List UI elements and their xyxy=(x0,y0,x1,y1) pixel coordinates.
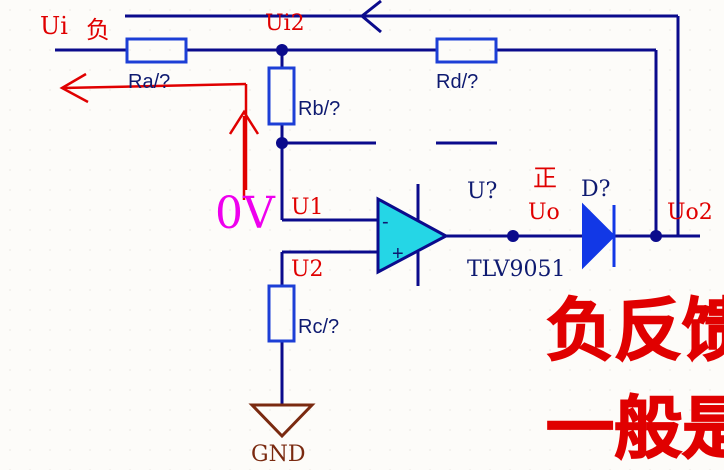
overlay-text-line2: 一般是 xyxy=(546,390,724,469)
label-opamp-part: TLV9051 xyxy=(467,257,566,282)
opamp: - + xyxy=(376,184,450,286)
annotation-up-arrow-icon xyxy=(228,109,260,135)
diode xyxy=(582,202,616,270)
label-ui2: Ui2 xyxy=(265,11,305,36)
junction-uo2 xyxy=(650,230,662,242)
diode-triangle-icon xyxy=(582,202,616,270)
label-u1: U1 xyxy=(291,195,324,220)
wires xyxy=(55,14,700,404)
resistor-rd xyxy=(435,37,498,64)
label-u2: U2 xyxy=(291,257,324,282)
overlay-text-line1: 负反馈 xyxy=(546,292,724,371)
resistor-ra xyxy=(125,37,188,64)
label-ui: Ui xyxy=(40,12,68,40)
label-diode: D? xyxy=(581,177,610,202)
label-gnd: GND xyxy=(251,442,305,467)
red-annotations xyxy=(59,72,260,200)
label-zero-v: 0V xyxy=(215,188,276,239)
label-rb: Rb/? xyxy=(298,98,340,120)
resistors xyxy=(125,37,498,343)
label-uo: Uo xyxy=(528,200,560,225)
opamp-plus-sign: + xyxy=(392,243,404,265)
label-opamp-ref: U? xyxy=(467,179,497,204)
label-ra: Ra/? xyxy=(128,71,170,93)
label-uo-positive: 正 xyxy=(533,164,557,192)
feedback-arrow-icon xyxy=(359,0,382,34)
junction-uo xyxy=(507,230,519,242)
resistor-rb xyxy=(267,66,296,126)
label-rc: Rc/? xyxy=(298,316,339,338)
junctions xyxy=(276,44,662,242)
junction-ui2 xyxy=(276,44,288,56)
ground-symbol-icon xyxy=(248,403,316,439)
junction-rb-node xyxy=(276,137,288,149)
annotation-current-line xyxy=(61,82,247,90)
annotation-left-arrow-icon xyxy=(59,72,89,104)
label-rd: Rd/? xyxy=(436,71,478,93)
resistor-rc xyxy=(267,284,296,343)
label-uo2: Uo2 xyxy=(667,200,713,225)
opamp-body xyxy=(376,196,450,275)
label-ui-negative: 负 xyxy=(86,16,110,44)
opamp-minus-sign: - xyxy=(382,211,389,233)
